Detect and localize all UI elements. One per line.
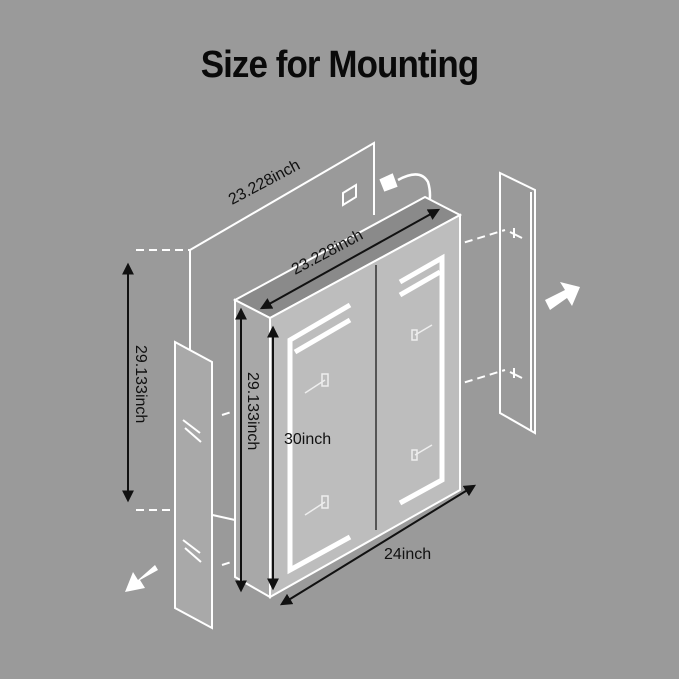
arrow-right-icon	[545, 282, 580, 310]
arrow-left-icon	[125, 565, 158, 592]
dim-overall-width: 24inch	[384, 546, 431, 563]
dimension-lines	[122, 208, 477, 606]
dim-wall-width: 23.228inch	[226, 157, 303, 209]
side-panel-right	[499, 171, 536, 435]
wall-outlet-icon	[342, 183, 357, 207]
dim-overall-height: 30inch	[284, 431, 331, 448]
diagram-title: Size for Mounting	[200, 44, 480, 86]
dim-wall-height: 29.133inch	[132, 345, 149, 423]
dim-recess-height: 29.133inch	[244, 372, 261, 450]
side-panel-left	[174, 340, 213, 630]
